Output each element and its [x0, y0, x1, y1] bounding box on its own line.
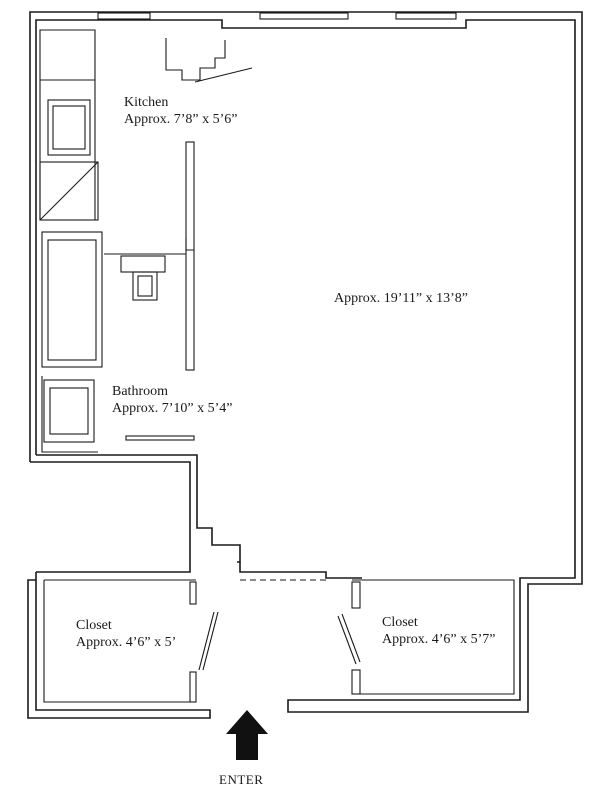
stove — [47, 99, 91, 156]
right-closet-name: Closet — [382, 615, 418, 630]
right-closet-walls — [337, 579, 515, 695]
bathroom-area — [41, 231, 195, 453]
bathroom-label: Bathroom Approx. 7’10” x 5’4” — [112, 383, 233, 417]
partition-wall — [185, 141, 195, 371]
living-room-label: Approx. 19’11” x 13’8” — [334, 290, 468, 307]
toilet — [132, 271, 158, 301]
enter-label: ENTER — [219, 772, 264, 787]
kitchen-name: Kitchen — [124, 95, 169, 110]
kitchen-size: Approx. 7’8” x 5’6” — [124, 112, 238, 127]
kitchen-label: Kitchen Approx. 7’8” x 5’6” — [124, 94, 238, 128]
outer-wall — [29, 11, 583, 580]
left-closet-name: Closet — [76, 618, 112, 633]
living-room-size: Approx. 19’11” x 13’8” — [334, 291, 469, 306]
up-arrow-icon — [226, 710, 268, 760]
fridge — [39, 161, 99, 221]
left-closet-size: Approx. 4’6” x 5’ — [76, 635, 177, 650]
lower-wall — [27, 562, 583, 719]
vanity — [43, 379, 95, 443]
right-closet-door — [337, 615, 357, 665]
left-closet-label: Closet Approx. 4’6” x 5’ — [76, 617, 176, 651]
bathroom-name: Bathroom — [112, 384, 168, 399]
sink — [120, 255, 166, 273]
kitchen-area — [39, 29, 253, 221]
bathroom-size: Approx. 7’10” x 5’4” — [112, 401, 233, 416]
right-closet-label: Closet Approx. 4’6” x 5’7” — [382, 614, 496, 648]
left-closet-door — [198, 611, 215, 671]
left-closet-walls — [43, 579, 219, 703]
bathtub — [41, 231, 103, 368]
right-closet-size: Approx. 4’6” x 5’7” — [382, 632, 496, 647]
windows — [97, 12, 457, 20]
